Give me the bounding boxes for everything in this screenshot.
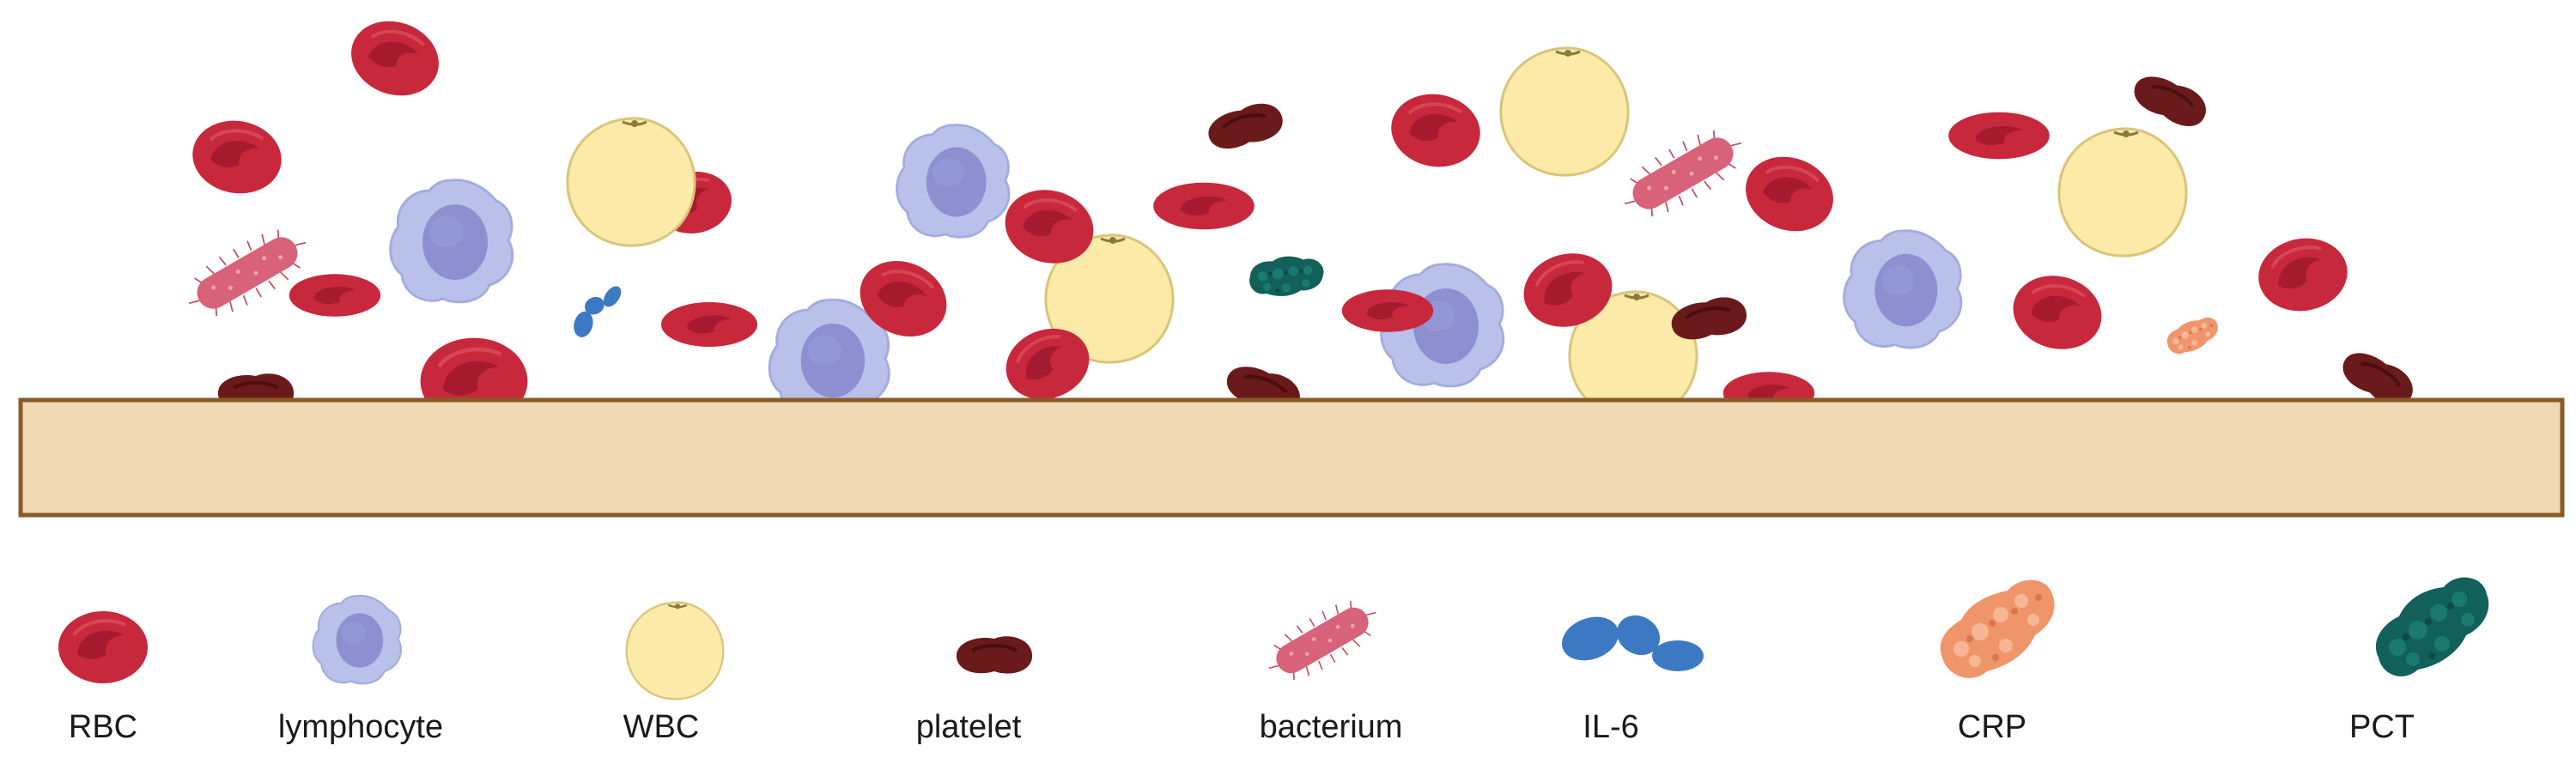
bacterium-icon (1611, 115, 1755, 232)
legend-label-il6: IL-6 (1583, 709, 1639, 745)
rbc-icon (1153, 182, 1255, 230)
legend-label-pct: PCT (2349, 709, 2415, 745)
wbc-icon (1499, 46, 1630, 177)
platelet-icon (2126, 65, 2215, 136)
legend-label-crp: CRP (1957, 709, 2027, 745)
legend-label-platelet: platelet (915, 709, 1022, 745)
crp-icon (2165, 311, 2220, 361)
rbc-icon (338, 7, 452, 110)
rbc-icon (185, 112, 289, 203)
platelet-icon (1666, 291, 1752, 345)
legend-label-wbc: WBC (623, 709, 700, 745)
surface-band (18, 397, 2565, 518)
rbc-icon (57, 609, 149, 685)
pct-icon (1243, 234, 1329, 318)
rbc-icon (1383, 85, 1488, 176)
legend-label-lymphocyte: lymphocyte (277, 709, 444, 745)
rbc-icon (2002, 264, 2112, 361)
rbc-icon (661, 302, 757, 347)
rbc-icon (1341, 289, 1434, 332)
lymphocyte-icon (312, 594, 403, 685)
rbc-icon (1948, 112, 2050, 160)
rbc-icon (2251, 229, 2355, 320)
lymphocyte-icon (1843, 229, 1963, 349)
crp-icon (1940, 579, 2055, 678)
legend-label-rbc: RBC (68, 709, 138, 745)
pct-icon (2375, 577, 2489, 676)
lymphocyte-icon (896, 124, 1011, 239)
rbc-icon (289, 274, 381, 317)
platelet-icon (954, 634, 1035, 676)
wbc-icon (566, 117, 696, 247)
rbc-icon (1733, 142, 1846, 246)
legend-label-bacterium: bacterium (1259, 709, 1403, 745)
il6-icon (562, 274, 625, 346)
platelet-icon (1202, 96, 1289, 156)
bacterium-icon (175, 215, 319, 331)
wbc-icon (625, 601, 725, 700)
lymphocyte-icon (389, 179, 514, 304)
wbc-icon (2057, 127, 2188, 258)
il6-icon (1555, 607, 1704, 671)
bacterium-icon (1256, 587, 1388, 694)
